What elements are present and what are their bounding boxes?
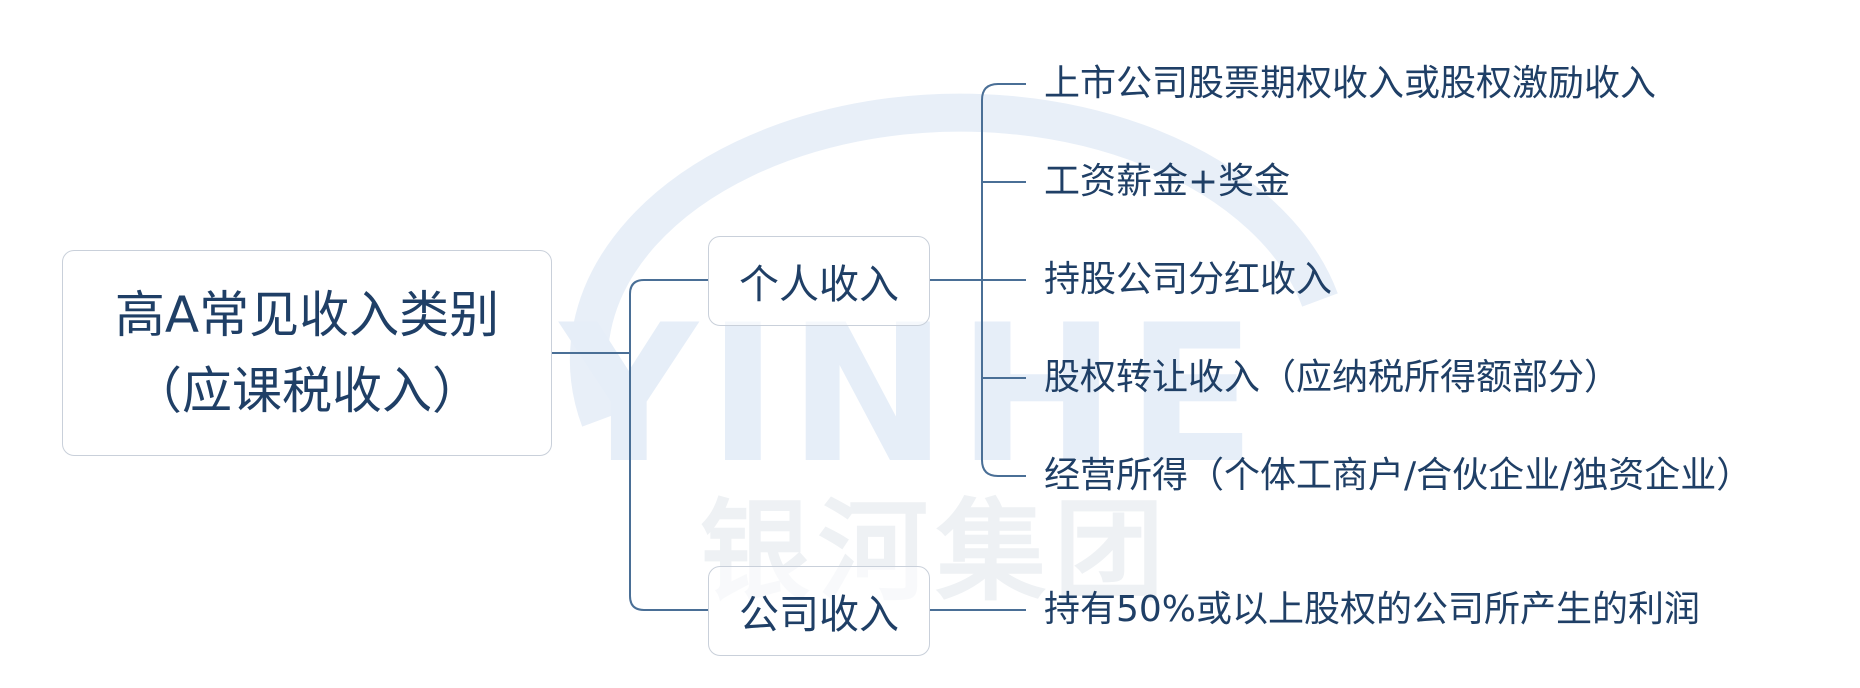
leaf-item: 股权转让收入（应纳税所得额部分） — [1044, 357, 1621, 398]
leaf-item: 上市公司股票期权收入或股权激励收入 — [1044, 63, 1657, 104]
root-node: 高A常见收入类别 （应课税收入） — [62, 250, 552, 456]
connector-personal-spine — [981, 83, 1026, 477]
branch-company-income: 公司收入 — [708, 566, 930, 656]
leaf-item: 持有50%或以上股权的公司所产生的利润 — [1044, 589, 1701, 630]
root-subtitle: （应课税收入） — [132, 362, 482, 420]
branch-label: 个人收入 — [739, 262, 899, 308]
branch-personal-income: 个人收入 — [708, 236, 930, 326]
leaf-item: 经营所得（个体工商户/合伙企业/独资企业） — [1044, 455, 1753, 496]
root-title: 高A常见收入类别 — [114, 286, 500, 344]
leaf-item: 工资薪金+奖金 — [1044, 161, 1291, 202]
connector-root-spine — [629, 279, 708, 611]
leaf-item: 持股公司分红收入 — [1044, 259, 1333, 300]
branch-label: 公司收入 — [739, 592, 899, 638]
